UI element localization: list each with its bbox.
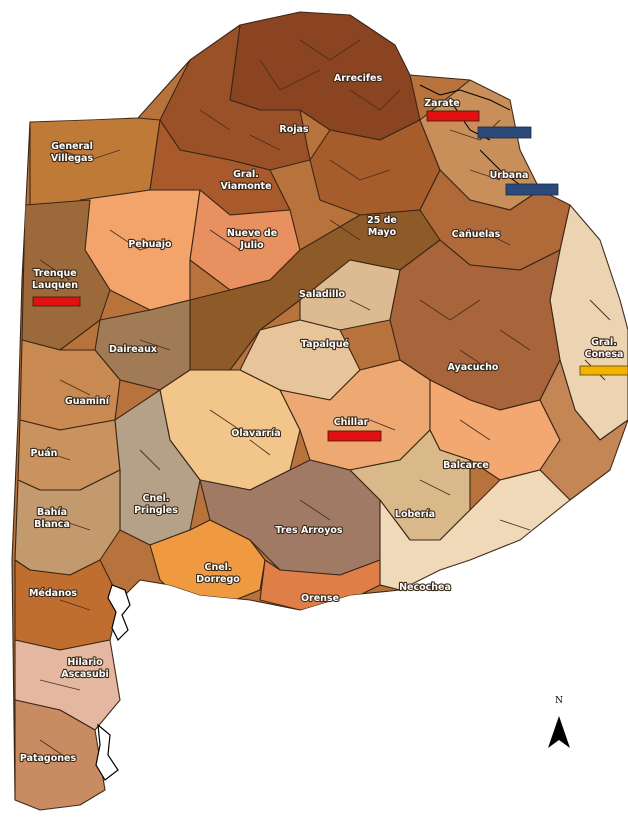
label-gral-viamonte-1: Gral.: [233, 169, 259, 180]
label-trenque-lauquen-1: Trenque: [33, 268, 76, 279]
label-bahia-blanca-2: Blanca: [34, 519, 70, 530]
coast-islands: [107, 584, 131, 642]
label-general-villegas-2: Villegas: [51, 153, 94, 164]
label-cnel-dorrego-2: Dorrego: [196, 574, 240, 585]
district-east-coast: [539, 359, 628, 501]
label-veinticinco-de-mayo-1: 25 de: [367, 215, 397, 226]
label-cnel-pringles-2: Pringles: [134, 505, 178, 516]
label-nueve-de-julio-1: Nueve de: [227, 228, 277, 239]
label-pehuajo: Pehuajo: [128, 239, 172, 250]
label-arrecifes: Arrecifes: [334, 73, 383, 84]
label-balcarce: Balcarce: [443, 460, 489, 471]
north-arrow-label: N: [555, 696, 563, 706]
label-cnel-dorrego-1: Cnel.: [204, 562, 231, 573]
inner-borders: [39, 39, 611, 761]
label-tres-arroyos: Tres Arroyos: [275, 525, 342, 536]
label-nueve-de-julio-2: Julio: [239, 240, 264, 251]
label-necochea: Necochea: [399, 582, 451, 593]
marker-chillar: [327, 430, 382, 442]
marker-zarate: [426, 110, 480, 122]
north-arrow-icon: [548, 716, 570, 748]
label-general-villegas-1: General: [51, 141, 93, 152]
label-gral-conesa-2: Conesa: [585, 349, 624, 360]
label-hilario-ascasubi-1: Hilario: [67, 657, 103, 668]
label-olavarria: Olavarría: [231, 428, 280, 439]
label-cnel-pringles-1: Cnel.: [142, 493, 169, 504]
label-gral-viamonte-2: Viamonte: [220, 181, 271, 192]
marker-buenos-aires-north: [477, 126, 532, 139]
coast-islands-south: [95, 723, 119, 781]
label-veinticinco-de-mayo-2: Mayo: [368, 227, 397, 238]
label-zarate: Zarate: [424, 98, 459, 109]
label-hilario-ascasubi-2: Ascasubi: [61, 669, 109, 680]
label-rojas: Rojas: [279, 124, 309, 135]
label-chillar: Chillar: [334, 417, 369, 428]
marker-gral-conesa: [579, 365, 628, 376]
marker-trenque-lauquen: [32, 296, 81, 307]
label-guamini: Guaminí: [65, 396, 110, 407]
label-patagones: Patagones: [20, 753, 77, 764]
label-urbana: Urbana: [490, 170, 529, 181]
label-puan: Puán: [31, 448, 58, 459]
label-medanos: Médanos: [29, 588, 77, 599]
label-bahia-blanca-1: Bahía: [37, 507, 67, 518]
label-gral-conesa-1: Gral.: [591, 337, 617, 348]
district-patagones: [14, 699, 106, 810]
label-canuelas: Cañuelas: [452, 229, 501, 240]
north-arrow: N: [548, 696, 570, 748]
label-loberia: Lobería: [395, 509, 435, 520]
label-trenque-lauquen-2: Lauquen: [32, 280, 78, 291]
label-ayacucho: Ayacucho: [448, 362, 499, 373]
label-tapalque: Tapalqué: [301, 339, 349, 350]
label-orense: Orense: [301, 593, 339, 604]
marker-urbana: [505, 183, 559, 196]
label-daireaux: Daireaux: [109, 344, 157, 355]
label-saladillo: Saladillo: [299, 289, 345, 300]
